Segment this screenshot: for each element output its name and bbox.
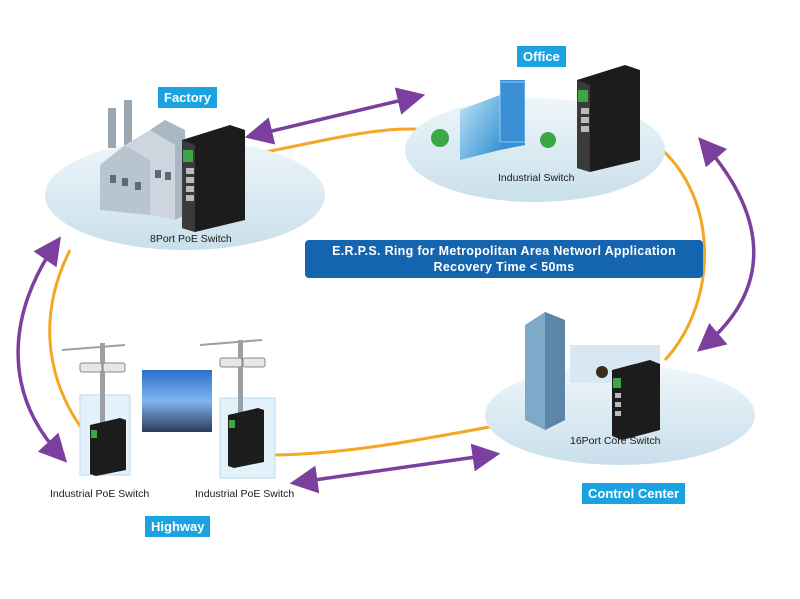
camera-pole-left-icon: [61, 343, 126, 463]
arrow-office-control: [696, 137, 756, 352]
camera-pole-right-icon: [199, 339, 266, 460]
control-center-device-label: 16Port Core Switch: [570, 435, 661, 447]
highway-site: [61, 339, 276, 479]
office-tag: Office: [517, 46, 566, 67]
poe-switch-right-icon: [228, 408, 264, 468]
banner-line-1: E.R.P.S. Ring for Metropolitan Area Netw…: [332, 244, 676, 258]
highway-device-label-left: Industrial PoE Switch: [50, 488, 150, 500]
arrow-highway-factory: [16, 236, 68, 463]
arrow-control-highway: [289, 443, 501, 494]
tower-building-icon: [525, 312, 565, 430]
office-site: [405, 65, 665, 202]
switch-16port-icon: [612, 360, 660, 440]
industrial-switch-icon: [577, 65, 640, 172]
factory-building-icon: [100, 100, 185, 220]
highway-tag: Highway: [145, 516, 211, 537]
office-device-label: Industrial Switch: [498, 172, 575, 184]
switch-8port-icon: [182, 125, 245, 232]
arrow-factory-office: [244, 87, 426, 145]
control-center-site: [485, 312, 755, 465]
highway-photo: [142, 370, 212, 432]
operator-icon: [596, 366, 608, 378]
highway-device-label-right: Industrial PoE Switch: [195, 488, 295, 500]
poe-switch-left-icon: [90, 418, 126, 476]
office-building-icon: [431, 80, 556, 160]
control-center-tag: Control Center: [582, 483, 685, 504]
factory-site: [45, 100, 325, 250]
banner-line-2: Recovery Time < 50ms: [433, 260, 575, 274]
factory-tag: Factory: [158, 87, 217, 108]
factory-device-label: 8Port PoE Switch: [150, 233, 232, 245]
erps-banner: E.R.P.S. Ring for Metropolitan Area Netw…: [305, 240, 703, 278]
